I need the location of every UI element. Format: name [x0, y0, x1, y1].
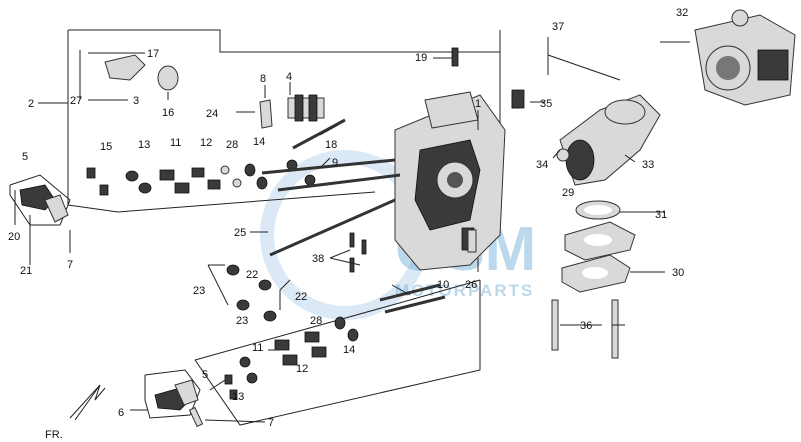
dowel-pins — [349, 232, 367, 273]
callout-10: 10 — [437, 279, 449, 291]
callout-labels: 1 2 3 4 5 5 6 7 7 8 9 10 11 11 12 12 13 … — [8, 7, 688, 429]
callout-31: 31 — [655, 209, 667, 221]
callout-12a: 12 — [200, 137, 212, 149]
callout-17: 17 — [147, 48, 159, 60]
watermark-sub: MOTORPARTS — [395, 281, 534, 300]
callout-14b: 14 — [343, 344, 355, 356]
callout-3: 3 — [133, 95, 139, 107]
cylinder-head — [394, 91, 506, 271]
valve-parts-upper — [86, 159, 316, 196]
callout-23a: 23 — [193, 285, 205, 297]
callout-38: 38 — [312, 253, 324, 265]
callout-12b: 12 — [296, 363, 308, 375]
callout-1: 1 — [475, 98, 481, 110]
callout-5b: 5 — [202, 369, 208, 381]
callout-22a: 22 — [246, 269, 258, 281]
callout-20: 20 — [8, 231, 20, 243]
callout-27: 27 — [70, 95, 82, 107]
callout-13a: 13 — [138, 139, 150, 151]
group-frames — [9, 29, 501, 426]
callout-29: 29 — [562, 187, 574, 199]
callout-28b: 28 — [310, 315, 322, 327]
callout-24: 24 — [206, 108, 218, 120]
callout-37: 37 — [552, 21, 564, 33]
callout-13b: 13 — [232, 391, 244, 403]
callout-11a: 11 — [170, 137, 181, 149]
intake-gaskets — [561, 200, 636, 293]
front-direction-arrow: FR. — [45, 384, 106, 441]
sensors — [467, 89, 525, 253]
callout-22b: 22 — [295, 291, 307, 303]
callout-5a: 5 — [22, 151, 28, 163]
callout-4: 4 — [286, 71, 292, 83]
callout-28a: 28 — [226, 139, 238, 151]
studs — [551, 299, 619, 359]
valve-parts-lower — [224, 264, 359, 400]
rocker-arms — [19, 184, 204, 428]
callout-19: 19 — [415, 52, 427, 64]
callout-7a: 7 — [67, 259, 73, 271]
callout-7b: 7 — [268, 417, 274, 429]
callout-26: 26 — [465, 279, 477, 291]
direction-label: FR. — [45, 429, 63, 441]
callout-33: 33 — [642, 159, 654, 171]
callout-15: 15 — [100, 141, 112, 153]
callout-36: 36 — [580, 320, 592, 332]
callout-2: 2 — [28, 98, 34, 110]
callout-34: 34 — [536, 159, 548, 171]
callout-16: 16 — [162, 107, 174, 119]
callout-6: 6 — [118, 407, 124, 419]
intake-manifold — [556, 94, 661, 186]
callout-23b: 23 — [236, 315, 248, 327]
callout-21: 21 — [20, 265, 32, 277]
leader-lines — [14, 37, 690, 423]
callout-14a: 14 — [253, 136, 265, 148]
callout-32: 32 — [676, 7, 688, 19]
callout-11b: 11 — [252, 342, 263, 354]
callout-30: 30 — [672, 267, 684, 279]
callout-25: 25 — [234, 227, 246, 239]
callout-8: 8 — [260, 73, 266, 85]
callout-18: 18 — [325, 139, 337, 151]
callout-9: 9 — [332, 157, 338, 169]
callout-35: 35 — [540, 98, 552, 110]
valves — [261, 118, 446, 314]
throttle-body — [694, 9, 796, 106]
camshaft-parts — [104, 47, 521, 129]
